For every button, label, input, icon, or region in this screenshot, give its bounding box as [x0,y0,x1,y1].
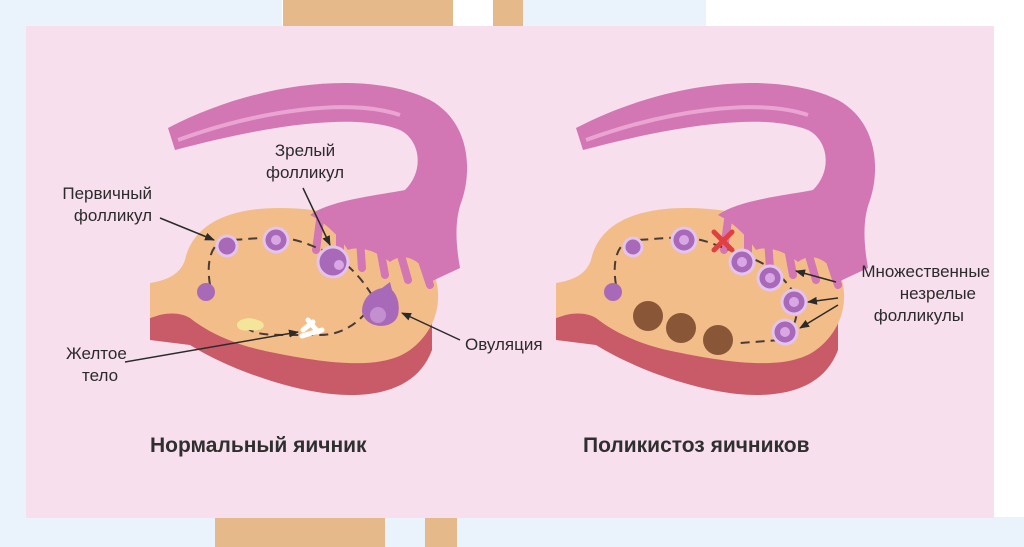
pcos-title: Поликистоз яичников [583,434,810,457]
normal-tube [168,83,468,282]
immature-follicles-label: Множественные незрелые фолликулы [861,262,990,325]
pcos-tube [576,83,876,282]
primary-follicle-label: Первичный фолликул [62,184,152,225]
background-bottom [0,517,1024,547]
top-bar-left [283,0,453,30]
follicle [197,283,215,301]
cyst [666,313,696,343]
corpus-luteum [236,317,325,339]
follicle [604,283,622,301]
normal-ovary-title: Нормальный яичник [150,434,367,457]
blocked-ovulation-mark [711,229,735,253]
bottom-bar-right [425,515,457,547]
mature-follicle [316,245,350,279]
follicle [215,234,239,258]
ovulation-label: Овуляция [465,335,543,354]
cyst [703,325,733,355]
mature-follicle-label: Зрелый фолликул [265,141,345,182]
cyst [633,301,663,331]
normal-ovary [124,83,468,395]
corpus-luteum-label: Желтое тело [66,344,127,385]
pcos-ovary [556,83,876,395]
follicle [622,236,644,258]
top-bar-right [493,0,523,30]
bottom-bar-left [215,515,385,547]
